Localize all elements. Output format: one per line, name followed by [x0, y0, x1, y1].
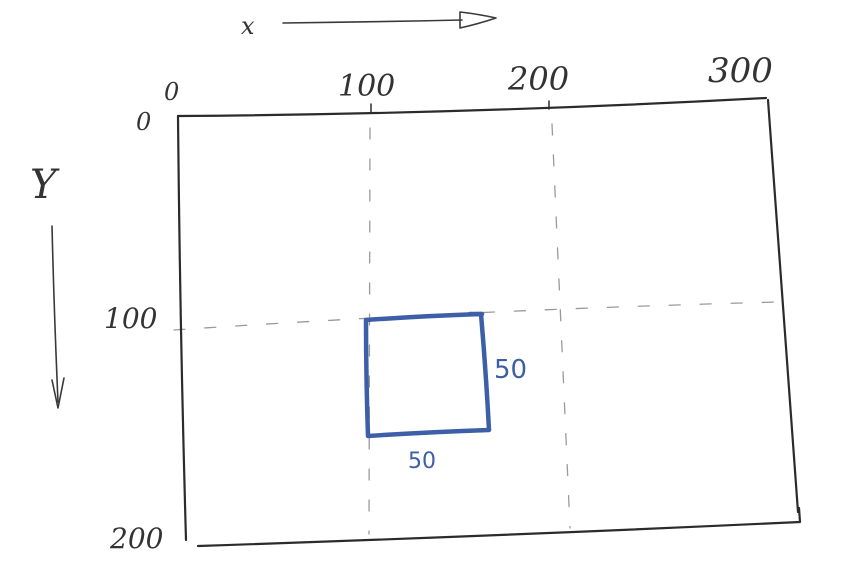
y-axis-arrow-icon	[51, 377, 65, 409]
grid-line-x-200	[551, 123, 571, 529]
x-axis-label: x	[241, 12, 255, 40]
x-tick-200: 200	[507, 60, 569, 98]
frame-left-edge	[176, 114, 188, 542]
frame-bottom-edge	[196, 506, 802, 548]
blue-square	[363, 311, 492, 439]
grid-line-x-100	[368, 127, 371, 535]
square-width-label: 50	[408, 449, 436, 474]
y-tick-200: 200	[109, 522, 163, 555]
square-height-label: 50	[494, 355, 527, 385]
x-tick-0: 0	[164, 78, 179, 106]
x-axis-arrow-icon	[459, 11, 497, 29]
y-tick-100: 100	[104, 302, 157, 335]
frame-top-edge	[176, 96, 768, 118]
y-tick-0: 0	[136, 108, 151, 136]
y-axis-arrow-line	[51, 225, 59, 403]
y-axis-label: Y	[30, 162, 60, 208]
x-tick-100: 100	[338, 69, 395, 104]
x-tick-300: 300	[708, 51, 773, 91]
x-axis-arrow-line	[282, 19, 463, 24]
frame-right-edge	[766, 98, 800, 514]
